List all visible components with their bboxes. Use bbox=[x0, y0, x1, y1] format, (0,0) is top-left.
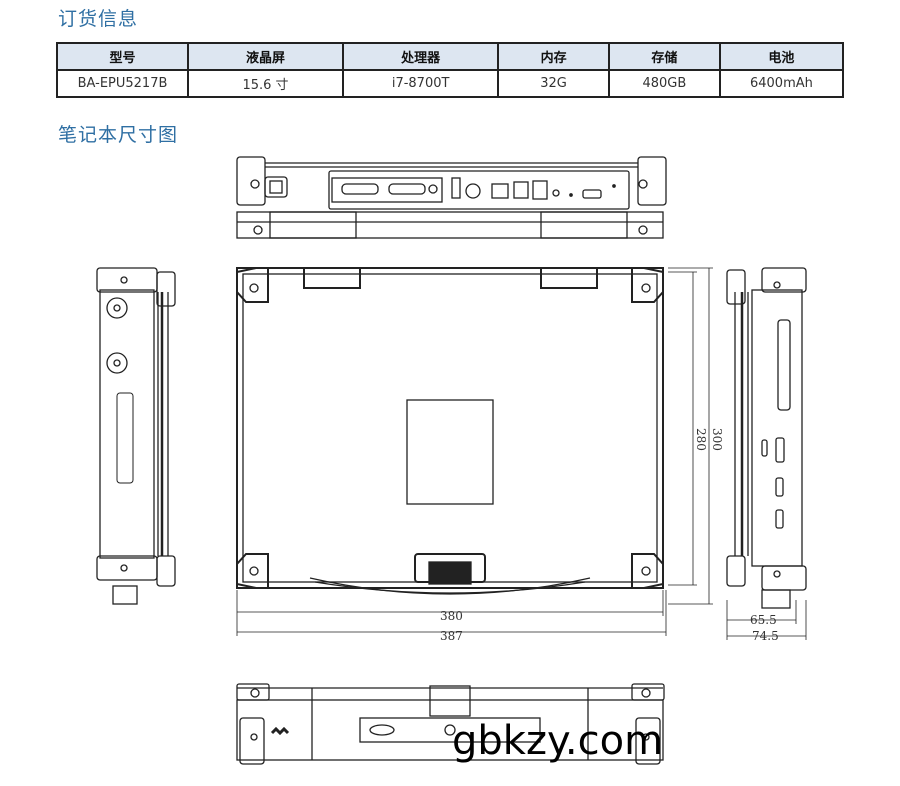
right-side-view bbox=[726, 267, 807, 640]
cell-memory: 32G bbox=[497, 69, 610, 98]
table-header-row: 型号 液晶屏 处理器 内存 存储 电池 bbox=[55, 42, 845, 71]
cell-model: BA-EPU5217B bbox=[55, 69, 190, 98]
header-cpu: 处理器 bbox=[342, 42, 500, 71]
cell-storage: 480GB bbox=[607, 69, 721, 98]
top-view bbox=[236, 267, 713, 636]
front-view bbox=[236, 683, 665, 765]
left-side-view bbox=[96, 267, 176, 605]
ordering-title: 订货信息 bbox=[58, 8, 139, 30]
watermark: gbkzy.com bbox=[452, 718, 664, 764]
dim-width-outer: 387 bbox=[440, 629, 463, 643]
rear-view bbox=[236, 156, 667, 239]
header-memory: 内存 bbox=[497, 42, 610, 71]
header-lcd: 液晶屏 bbox=[187, 42, 345, 71]
spec-table: 型号 液晶屏 处理器 内存 存储 电池 BA-EPU5217B 15.6 寸 i… bbox=[55, 42, 845, 98]
dim-width-inner: 380 bbox=[440, 609, 463, 623]
table-row: BA-EPU5217B 15.6 寸 i7-8700T 32G 480GB 64… bbox=[55, 69, 845, 98]
touchpad-panel bbox=[406, 399, 494, 505]
dim-depth-outer: 300 bbox=[710, 428, 724, 451]
cell-cpu: i7-8700T bbox=[342, 69, 500, 98]
header-battery: 电池 bbox=[718, 42, 845, 71]
cell-battery: 6400mAh bbox=[718, 69, 845, 98]
dimensions-title: 笔记本尺寸图 bbox=[58, 124, 179, 146]
cell-lcd: 15.6 寸 bbox=[187, 69, 345, 98]
power-connector-icon bbox=[264, 176, 288, 198]
dim-thickness-outer: 74.5 bbox=[752, 629, 779, 643]
header-storage: 存储 bbox=[607, 42, 721, 71]
dim-thickness-inner: 65.5 bbox=[750, 613, 777, 627]
header-model: 型号 bbox=[55, 42, 190, 71]
dim-depth-inner: 280 bbox=[694, 428, 708, 451]
